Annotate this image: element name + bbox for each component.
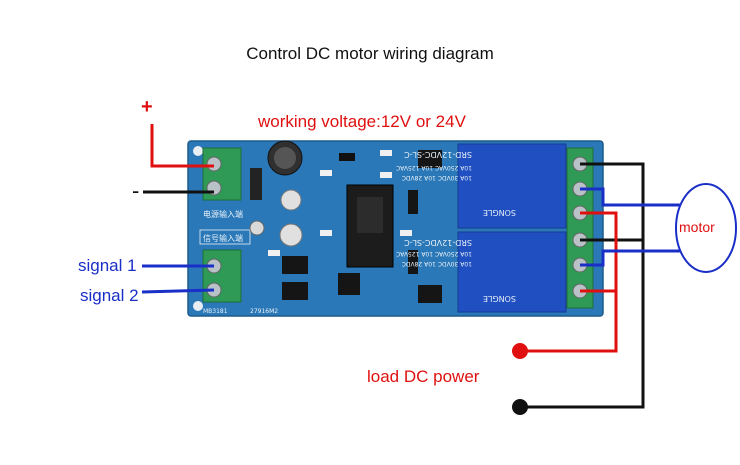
motor-wire-bottom bbox=[580, 249, 680, 267]
relay-2-brand: SONGLE bbox=[483, 294, 516, 303]
load-negative-terminal bbox=[512, 399, 528, 415]
signal-2-wire bbox=[141, 288, 215, 294]
diode-1 bbox=[408, 190, 418, 214]
optocoupler-1 bbox=[282, 256, 308, 274]
positive-supply-wire bbox=[150, 124, 214, 168]
smd-component-1 bbox=[380, 150, 392, 156]
pcb-code-1: MB3181 bbox=[203, 308, 228, 315]
smd-component-5 bbox=[400, 230, 412, 236]
signal-input-box bbox=[199, 229, 251, 245]
negative-terminal-label: - bbox=[132, 178, 140, 203]
load-red-wire bbox=[520, 211, 618, 353]
mounting-hole-bottom-left bbox=[193, 301, 203, 311]
motor bbox=[675, 183, 737, 273]
trimmer-pot bbox=[249, 220, 265, 236]
signal-1-label: signal 1 bbox=[78, 256, 137, 275]
transistor-2 bbox=[418, 285, 442, 303]
positive-terminal-label: + bbox=[141, 96, 153, 118]
motor-wire-top bbox=[580, 187, 680, 207]
capacitor-small-1 bbox=[280, 189, 302, 211]
smd-component-2 bbox=[320, 170, 332, 176]
ic-chip bbox=[338, 273, 360, 295]
relay-1 bbox=[457, 143, 567, 229]
signal-input-text: 信号输入端 bbox=[203, 233, 243, 243]
load-positive-terminal bbox=[512, 343, 528, 359]
relay-2-rating-1: 10A 250VAC 10A 125VAC bbox=[396, 250, 472, 257]
relay-2 bbox=[457, 231, 567, 313]
transistor-1 bbox=[418, 150, 442, 168]
optocoupler-2 bbox=[282, 282, 308, 300]
output-terminal-block bbox=[566, 147, 594, 309]
signal-2-label: signal 2 bbox=[80, 286, 139, 305]
power-terminal-screw-1 bbox=[206, 156, 222, 172]
smd-component-3 bbox=[380, 172, 392, 178]
relay-1-rating-2: 10A 30VDC 10A 28VDC bbox=[402, 174, 472, 181]
load-power-label: load DC power bbox=[367, 367, 480, 386]
smd-component-6 bbox=[268, 250, 280, 256]
motor-label: motor bbox=[679, 219, 715, 235]
power-input-text: 电源输入端 bbox=[203, 209, 243, 219]
relay-2-rating-2: 10A 30VDC 10A 28VDC bbox=[402, 260, 472, 267]
relay-1-model: SRD-12VDC-SL-C bbox=[404, 150, 472, 159]
load-black-wire bbox=[520, 162, 645, 409]
page-title: Control DC motor wiring diagram bbox=[246, 44, 494, 63]
smd-component-4 bbox=[320, 230, 332, 236]
diode-2 bbox=[408, 250, 418, 274]
working-voltage-label: working voltage:12V or 24V bbox=[258, 112, 466, 131]
relay-1-rating-1: 10A 250VAC 10A 125VAC bbox=[396, 164, 472, 171]
relay-1-brand: SONGLE bbox=[483, 208, 516, 217]
diode-component bbox=[250, 168, 262, 200]
pcb-code-2: 27916M2 bbox=[250, 308, 278, 315]
relay-2-model: SRD-12VDC-SL-C bbox=[404, 238, 472, 247]
signal-terminal-block bbox=[202, 249, 242, 303]
mounting-hole-top-left bbox=[193, 146, 203, 156]
led-indicator bbox=[339, 153, 355, 161]
capacitor-small-2 bbox=[279, 223, 303, 247]
